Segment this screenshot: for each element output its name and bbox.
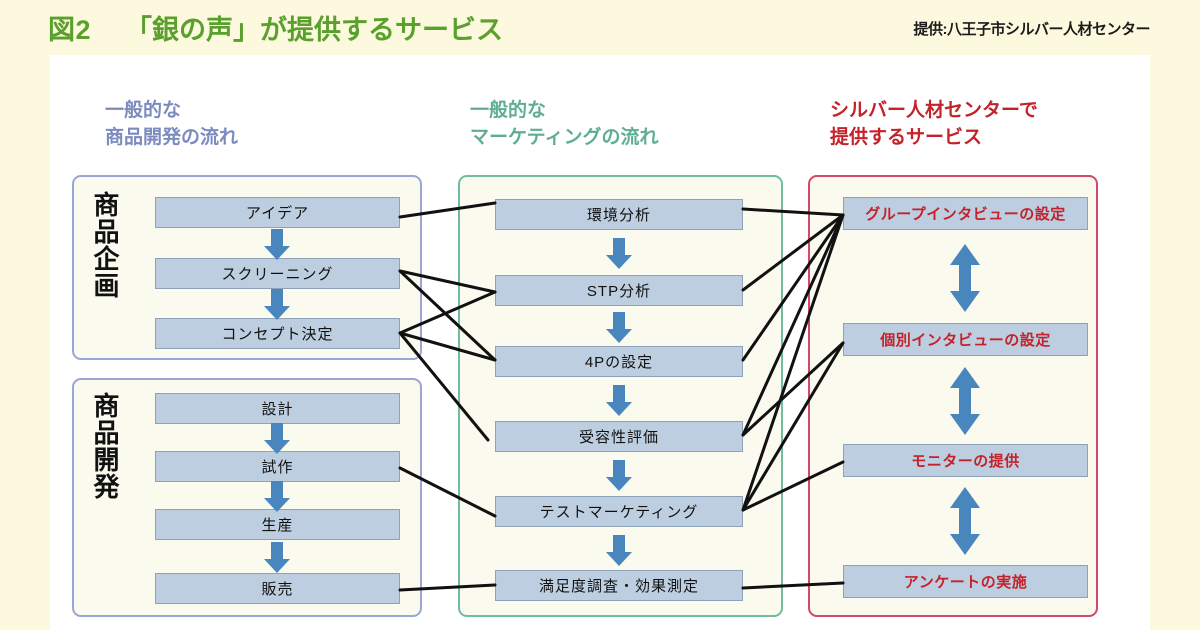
service-box-questionnaire[interactable]: アンケートの実施 <box>843 565 1088 598</box>
step-box-acceptance-evaluation[interactable]: 受容性評価 <box>495 421 743 452</box>
page-title: 「銀の声」が提供するサービス <box>125 15 503 45</box>
step-box-environment-analysis[interactable]: 環境分析 <box>495 199 743 230</box>
column-heading-marketing: 一般的なマーケティングの流れ <box>470 98 658 152</box>
panel-marketing-flow <box>458 175 783 617</box>
panel-silver-services <box>808 175 1098 617</box>
credit-text: 提供:八王子市シルバー人材センター <box>913 21 1151 38</box>
step-box-production[interactable]: 生産 <box>155 509 400 540</box>
column-heading-right-line1: シルバー人材センターで <box>830 100 1038 121</box>
service-box-individual-interview[interactable]: 個別インタビューの設定 <box>843 323 1088 356</box>
step-box-prototype[interactable]: 試作 <box>155 451 400 482</box>
step-box-test-marketing[interactable]: テストマーケティング <box>495 496 743 527</box>
step-box-screening[interactable]: スクリーニング <box>155 258 400 289</box>
column-heading-middle-line2: マーケティングの流れ <box>470 126 659 148</box>
group-label-development: 商品開発 <box>90 392 120 500</box>
column-heading-left-line2: 商品開発の流れ <box>105 126 239 148</box>
column-heading-right-line2: 提供するサービス <box>830 126 983 148</box>
column-heading-left-line1: 一般的な <box>105 100 182 121</box>
column-heading-middle-line1: 一般的な <box>470 100 547 121</box>
column-heading-product-development: 一般的な商品開発の流れ <box>105 98 238 152</box>
step-box-design[interactable]: 設計 <box>155 393 400 424</box>
step-box-idea[interactable]: アイデア <box>155 197 400 228</box>
service-box-monitor-provision[interactable]: モニターの提供 <box>843 444 1088 477</box>
column-heading-services: シルバー人材センターで提供するサービス <box>830 98 1038 152</box>
figure-label: 図2 <box>48 15 92 45</box>
step-box-stp-analysis[interactable]: STP分析 <box>495 275 743 306</box>
step-box-sales[interactable]: 販売 <box>155 573 400 604</box>
group-label-planning: 商品企画 <box>90 191 120 299</box>
step-box-4p-setting[interactable]: 4Pの設定 <box>495 346 743 377</box>
step-box-satisfaction-survey[interactable]: 満足度調査・効果測定 <box>495 570 743 601</box>
header: 図2 「銀の声」が提供するサービス 提供:八王子市シルバー人材センター <box>0 0 1200 56</box>
service-box-group-interview[interactable]: グループインタビューの設定 <box>843 197 1088 230</box>
step-box-concept-decision[interactable]: コンセプト決定 <box>155 318 400 349</box>
